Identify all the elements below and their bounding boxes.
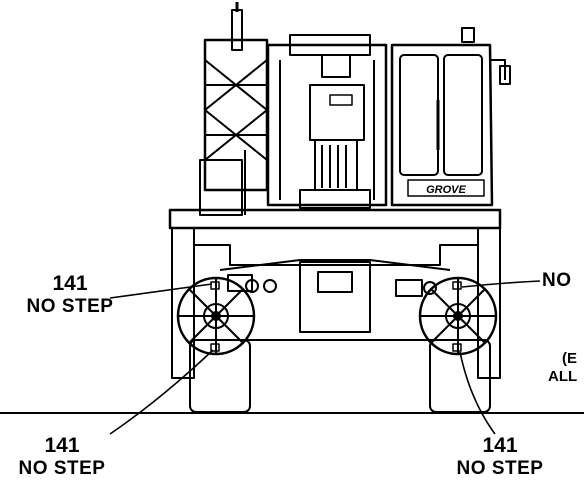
- brand-text: GROVE: [426, 184, 466, 196]
- clipped-note-line-1: (E: [562, 350, 577, 367]
- callout-lower-left: 141 NO STEP: [2, 434, 122, 480]
- callout-upper-right-clipped: NO: [542, 270, 572, 292]
- callout-number: 141: [44, 434, 80, 457]
- boom-lattice: [199, 2, 269, 216]
- callout-number: 141: [52, 272, 88, 295]
- left-wheel-hub: [176, 276, 256, 356]
- callout-text: NO: [542, 270, 572, 291]
- carrier-frame: [168, 208, 502, 379]
- clipped-note-line-2: ALL: [548, 368, 578, 385]
- center-superstructure: [266, 34, 388, 209]
- callout-number: 141: [482, 434, 518, 457]
- leader-lines: [109, 280, 541, 435]
- callout-lower-right: 141 NO STEP: [440, 434, 560, 480]
- operator-cab: [390, 27, 511, 207]
- callout-text: NO STEP: [26, 296, 114, 318]
- tires: [189, 339, 491, 413]
- callout-text: NO STEP: [18, 458, 106, 480]
- callout-text: NO STEP: [456, 458, 544, 480]
- right-wheel-hub: [418, 276, 498, 356]
- callout-upper-left: 141 NO STEP: [10, 272, 130, 318]
